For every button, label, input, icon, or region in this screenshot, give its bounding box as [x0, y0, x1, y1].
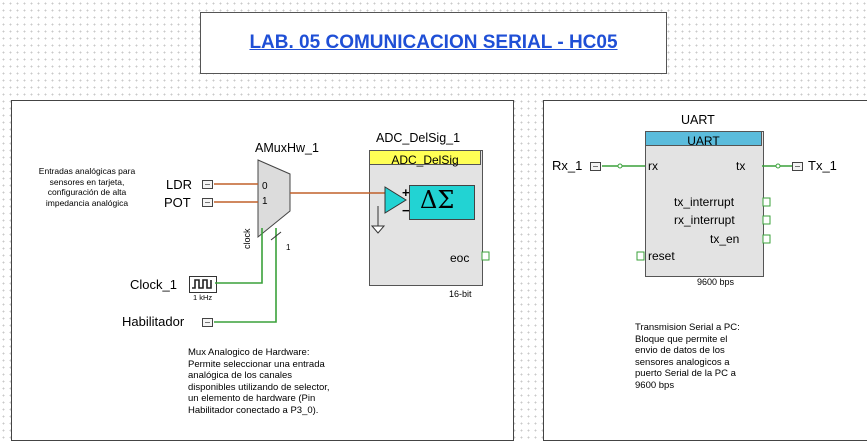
uart-rx-label: rx	[648, 159, 658, 173]
uart-tx-label: tx	[736, 159, 746, 173]
uart-header-label: UART	[687, 134, 720, 148]
uart-rx-interrupt-label: rx_interrupt	[674, 213, 735, 227]
page-title[interactable]: LAB. 05 COMUNICACION SERIAL - HC05	[249, 32, 618, 53]
rx-pin-icon[interactable]	[590, 162, 601, 171]
adc-header: ADC_DelSig	[369, 150, 481, 167]
adc-resolution: 16-bit	[449, 289, 472, 299]
mux-note-line: analógica de los canales	[188, 370, 293, 381]
ldr-pin-label: LDR	[166, 177, 193, 192]
clock-icon[interactable]	[189, 276, 217, 293]
inputs-note-line: sensores en tarjeta,	[49, 176, 125, 187]
clock-pin-label: Clock_1	[130, 277, 177, 292]
inputs-note: Entradas analógicas para sensores en tar…	[28, 166, 146, 208]
uart-note-line: 9600 bps	[635, 379, 675, 391]
title-box: LAB. 05 COMUNICACION SERIAL - HC05	[200, 12, 667, 74]
tx-pin-icon[interactable]	[792, 162, 803, 171]
uart-name: UART	[681, 113, 715, 127]
mux-select-label: clock	[242, 228, 252, 249]
mux-note-line: Permite seleccionar una entrada	[188, 358, 325, 370]
delta-sigma-symbol: ΔΣ	[420, 186, 455, 214]
enable-pin-icon[interactable]	[202, 318, 213, 327]
inputs-note-line: Entradas analógicas para	[38, 166, 136, 176]
mux-note-line: Mux Analogico de Hardware:	[188, 347, 310, 358]
uart-header: UART	[645, 131, 762, 148]
eoc-label: eoc	[450, 251, 470, 265]
uart-note-line: puerto Serial de la PC a	[635, 368, 736, 379]
uart-note-line: sensores analogicos a	[635, 356, 730, 368]
mux-note-line: disponibles utilizando de selector,	[188, 381, 330, 393]
uart-note-line: Bloque que permite el	[635, 333, 728, 345]
uart-note: Transmision Serial a PC: Bloque que perm…	[635, 322, 795, 391]
adc-header-label: ADC_DelSig	[391, 153, 459, 167]
uart-note-line: envio de datos de los	[635, 345, 725, 356]
uart-reset-label: reset	[648, 249, 675, 263]
uart-tx-en-label: tx_en	[710, 232, 740, 246]
pot-pin-icon[interactable]	[202, 198, 213, 207]
mux-note-line: Habilitador conectado a P3_0).	[188, 404, 319, 416]
rx-pin-label: Rx_1	[552, 158, 583, 173]
adc-plus-label: +	[402, 185, 410, 200]
tx-pin-label: Tx_1	[808, 158, 837, 173]
uart-tx-interrupt-label: tx_interrupt	[674, 195, 735, 209]
ldr-pin-icon[interactable]	[202, 180, 213, 189]
uart-baud-rate: 9600 bps	[697, 277, 735, 287]
uart-note-line: Transmision Serial a PC:	[635, 322, 740, 333]
mux-note-line: un elemento de hardware (Pin	[188, 393, 316, 404]
clock-frequency: 1 kHz	[193, 293, 213, 302]
inputs-note-line: configuración de alta	[47, 187, 127, 197]
delta-sigma-box	[409, 185, 475, 220]
mux-bus-width: 1	[286, 243, 291, 252]
adc-name: ADC_DelSig_1	[376, 131, 461, 145]
adc-minus-label: −	[402, 203, 410, 218]
enable-pin-label: Habilitador	[122, 314, 185, 329]
mux-name: AMuxHw_1	[255, 141, 319, 155]
mux-note: Mux Analogico de Hardware: Permite selec…	[188, 347, 388, 416]
pot-pin-label: POT	[164, 195, 191, 210]
inputs-note-line: impedancia analógica	[45, 197, 129, 208]
